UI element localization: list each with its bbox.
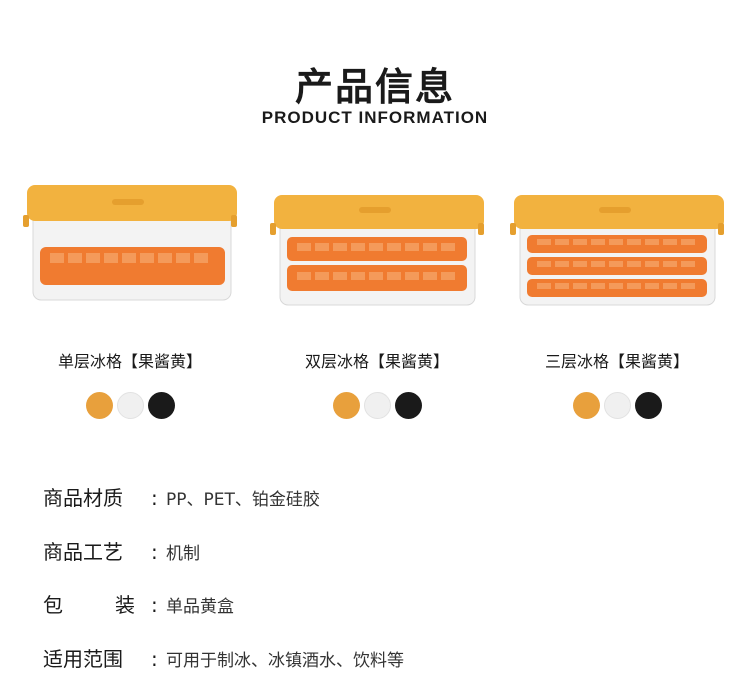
info-colon: : (151, 486, 158, 510)
triple-layer-ice-tray-image (510, 195, 724, 306)
double-layer-ice-tray-image (270, 195, 484, 306)
info-value: 单品黄盒 (166, 597, 234, 617)
color-swatch-white[interactable] (116, 392, 144, 419)
info-value: 可用于制冰、冰镇酒水、饮料等 (166, 651, 404, 671)
color-swatch-yellow[interactable] (85, 392, 113, 419)
info-row-usage: 适用范围: 可用于制冰、冰镇酒水、饮料等 (43, 643, 404, 672)
info-colon: : (151, 593, 158, 617)
info-value: PP、PET、铂金硅胶 (166, 490, 320, 510)
info-colon: : (151, 647, 158, 671)
page-subtitle: PRODUCT INFORMATION (261, 108, 489, 127)
product-double-layer: 双层冰格【果酱黄】 (262, 175, 492, 419)
color-swatch-black[interactable] (634, 392, 662, 419)
product-label: 双层冰格【果酱黄】 (304, 352, 449, 371)
info-row-packaging: 包装:单品黄盒 (43, 589, 234, 618)
color-swatch-yellow[interactable] (332, 392, 360, 419)
color-swatch-white[interactable] (603, 392, 631, 419)
single-layer-ice-tray-image (23, 185, 237, 301)
info-label: 包装 (43, 589, 151, 618)
color-swatch-black[interactable] (147, 392, 175, 419)
product-triple-layer: 三层冰格【果酱黄】 (502, 175, 732, 419)
info-row-material: 商品材质: PP、PET、铂金硅胶 (43, 482, 320, 511)
info-label-part: 包 (43, 593, 63, 617)
product-single-layer: 单层冰格【果酱黄】 (15, 175, 245, 419)
color-swatch-black[interactable] (394, 392, 422, 419)
info-row-craft: 商品工艺: 机制 (43, 536, 200, 565)
color-swatch-yellow[interactable] (572, 392, 600, 419)
page-title: 产品信息 (294, 65, 455, 109)
info-colon: : (151, 540, 158, 564)
product-label: 三层冰格【果酱黄】 (544, 352, 689, 371)
info-label: 商品材质 (43, 486, 123, 510)
info-label: 适用范围 (43, 647, 123, 671)
info-label: 商品工艺 (43, 540, 123, 564)
color-swatch-white[interactable] (363, 392, 391, 419)
info-label-part: 装 (115, 593, 135, 617)
info-value: 机制 (166, 544, 200, 564)
product-label: 单层冰格【果酱黄】 (57, 352, 202, 371)
